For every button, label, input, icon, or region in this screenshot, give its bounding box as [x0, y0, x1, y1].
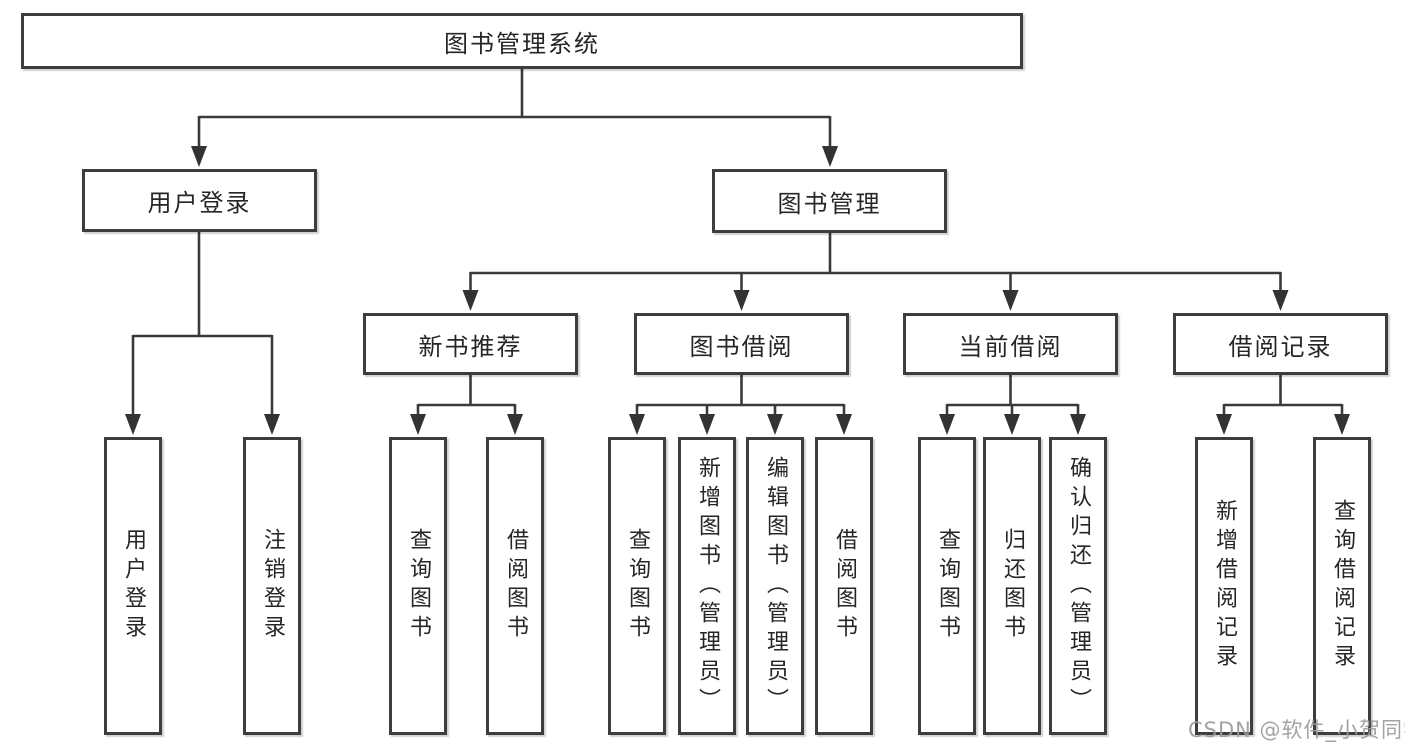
leaf-borrow-books: 借阅图书 — [486, 437, 544, 735]
leaf-add-book-admin: 新增图书（管理员） — [678, 437, 736, 735]
leaf-user-login: 用户登录 — [104, 437, 162, 735]
leaf-query-books: 查询图书 — [389, 437, 447, 735]
leaf-query-borrowing-record: 查询借阅记录 — [1313, 437, 1371, 735]
leaf-logout: 注销登录 — [243, 437, 301, 735]
node-new-book-recommendation: 新书推荐 — [363, 313, 578, 375]
node-book-borrowing: 图书借阅 — [634, 313, 849, 375]
node-book-management: 图书管理 — [712, 169, 947, 233]
leaf-edit-book-admin: 编辑图书（管理员） — [746, 437, 804, 735]
leaf-confirm-return-admin: 确认归还（管理员） — [1049, 437, 1107, 735]
leaf-query-books: 查询图书 — [918, 437, 976, 735]
node-user-login: 用户登录 — [82, 169, 317, 232]
leaf-query-books: 查询图书 — [608, 437, 666, 735]
node-current-borrowing: 当前借阅 — [903, 313, 1118, 375]
leaf-add-borrowing-record: 新增借阅记录 — [1195, 437, 1253, 735]
node-borrowing-records: 借阅记录 — [1173, 313, 1388, 375]
node-library-management-system: 图书管理系统 — [21, 13, 1023, 69]
leaf-borrow-books: 借阅图书 — [815, 437, 873, 735]
csdn-watermark: CSDN @软件_小贺同学 — [1188, 718, 1405, 742]
leaf-return-books: 归还图书 — [983, 437, 1041, 735]
